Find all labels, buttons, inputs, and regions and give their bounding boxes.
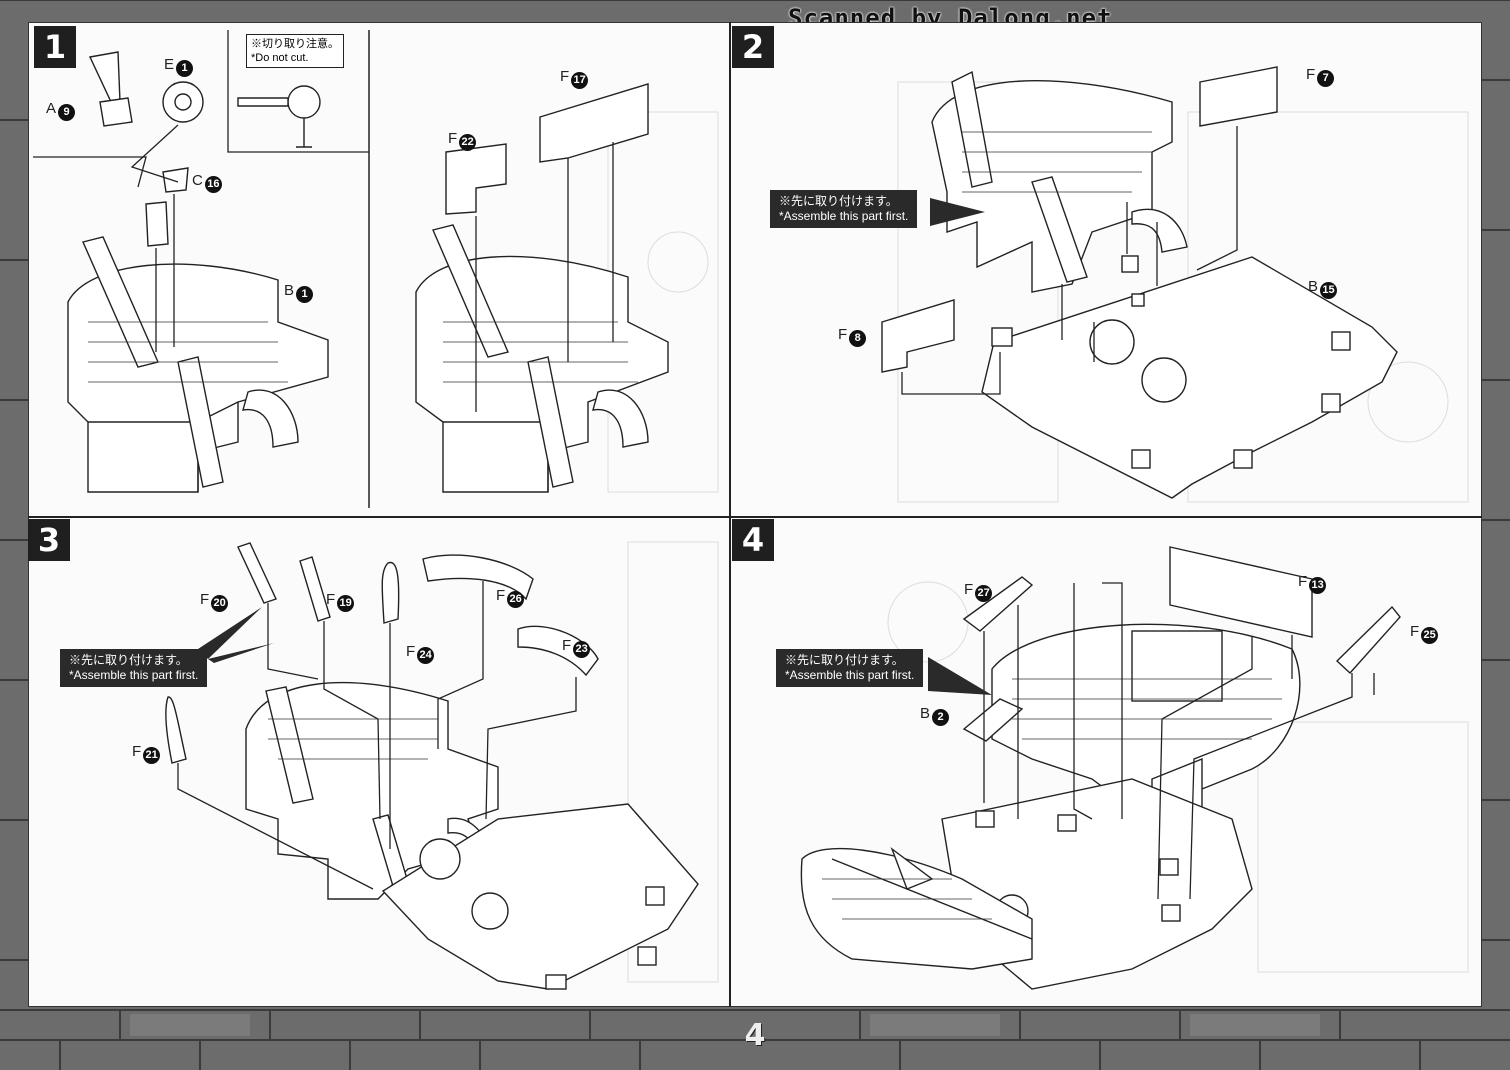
assemble-first-callout-step3: ※先に取り付けます。 *Assemble this part first.: [60, 649, 208, 687]
step-1-diagram: [33, 30, 669, 493]
page-number: 4: [744, 1018, 766, 1053]
step-4-number: 4: [732, 519, 774, 561]
step-1-number: 1: [34, 26, 76, 68]
do-not-cut-jp: ※切り取り注意。: [251, 38, 339, 50]
callout-jp: ※先に取り付けます。: [779, 194, 898, 208]
callout-pointer: [930, 198, 985, 226]
step-2-diagram: [881, 66, 1398, 499]
step-3-number: 3: [28, 519, 70, 561]
callout-en: *Assemble this part first.: [785, 668, 915, 682]
callout-jp: ※先に取り付けます。: [785, 653, 904, 667]
step-3-diagram: [165, 542, 699, 990]
callout-en: *Assemble this part first.: [779, 209, 909, 223]
callout-pointer: [198, 607, 274, 663]
assemble-first-callout-step4: ※先に取り付けます。 *Assemble this part first.: [776, 649, 924, 687]
instruction-sheet: 1: [28, 22, 1482, 1007]
step-3-panel: 3: [28, 519, 728, 1007]
assemble-first-callout-step2: ※先に取り付けます。 *Assemble this part first.: [770, 190, 918, 228]
callout-en: *Assemble this part first.: [69, 668, 199, 682]
callout-jp: ※先に取り付けます。: [69, 653, 188, 667]
step-2-number: 2: [732, 26, 774, 68]
do-not-cut-en: *Do not cut.: [251, 52, 309, 64]
step-2-panel: 2: [732, 22, 1482, 515]
panel-dividers: [28, 22, 1482, 1007]
step-1-panel: 1: [28, 22, 728, 515]
callout-pointer: [928, 657, 992, 695]
step-4-panel: 4: [732, 519, 1482, 1007]
do-not-cut-note: ※切り取り注意。 *Do not cut.: [246, 34, 344, 68]
step-4-diagram: [800, 546, 1401, 990]
